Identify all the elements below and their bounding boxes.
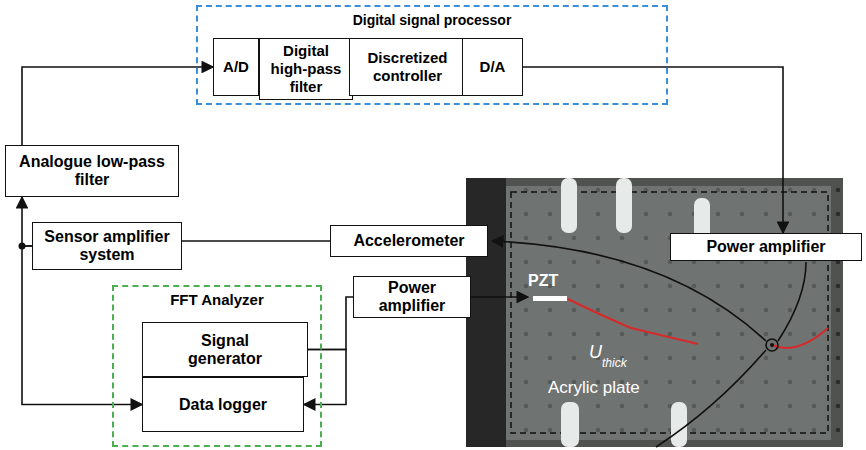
process-box: Digital high-pass filter (259, 38, 353, 100)
photo-label: U (589, 342, 602, 362)
box-label: Analogue low-pass filter (10, 153, 174, 189)
box-label: Discretized controller (354, 49, 461, 85)
signal-wire (656, 350, 766, 447)
clamp (561, 402, 579, 447)
process-box: Sensor amplifier system (32, 222, 182, 270)
box-label: Power amplifier (358, 279, 466, 315)
metal-frame (466, 178, 506, 447)
process-box: Discretized controller (349, 38, 466, 96)
box-label: Data logger (179, 396, 267, 414)
box-label: Signal generator (174, 332, 276, 368)
clamp (616, 178, 632, 233)
box-label: Digital high-pass filter (264, 42, 348, 96)
process-box: Signal generator (142, 322, 308, 377)
drive-arrow (467, 296, 528, 298)
pegboard-holes (466, 178, 843, 447)
box-label: Sensor amplifier system (37, 228, 177, 264)
signal-connector (22, 197, 32, 246)
box-label: D/A (480, 58, 506, 76)
signal-connector (523, 67, 783, 233)
sensor-mark (766, 339, 778, 351)
signal-wire (778, 262, 806, 341)
process-box: Power amplifier (670, 233, 862, 261)
signal-connector (22, 67, 213, 145)
box-label: Accelerometer (353, 232, 464, 250)
signal-connector (182, 240, 330, 242)
signal-connector (308, 297, 353, 350)
box-label: Power amplifier (706, 238, 825, 256)
junction-dot (19, 243, 26, 250)
photo-label: PZT (528, 272, 558, 290)
clamp (671, 402, 687, 447)
photo-ground (466, 178, 843, 447)
group-title: FFT Analyzer (114, 292, 320, 308)
process-box: A/D (213, 38, 259, 96)
red-wire (568, 299, 698, 344)
photo-label: Acrylic plate (548, 378, 640, 397)
group-frame: FFT AnalyzerSignal generatorData logger (112, 285, 322, 447)
photo-label: thick (602, 356, 627, 370)
signal-connector (304, 350, 346, 405)
process-box: Data logger (142, 377, 304, 432)
process-box: Power amplifier (353, 276, 471, 318)
experiment-photo (466, 178, 843, 447)
group-frame: Digital signal processorA/D Digital high-… (196, 5, 668, 105)
group-title: Digital signal processor (198, 12, 666, 28)
process-box: D/A (462, 38, 523, 96)
process-box: Accelerometer (330, 225, 488, 257)
clamp (561, 178, 577, 233)
pzt-patch (533, 296, 567, 301)
box-label: A/D (223, 58, 249, 76)
plate-outline (511, 192, 828, 433)
process-box: Analogue low-pass filter (5, 145, 179, 197)
sensor-mark (770, 343, 774, 347)
